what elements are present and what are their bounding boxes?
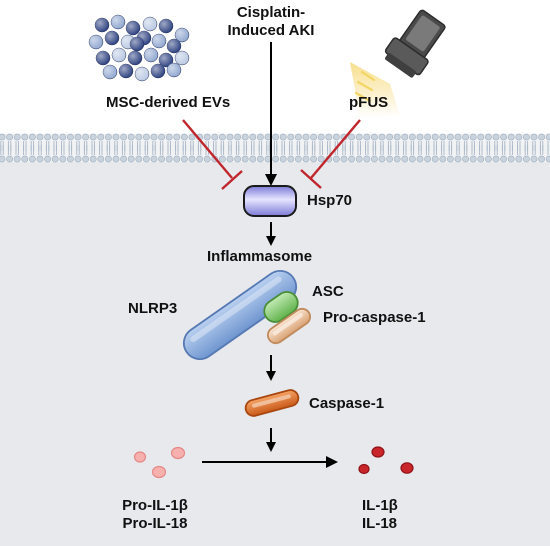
msc-ev-cluster-icon [88, 14, 190, 82]
label-pro-il-1b: Pro-IL-1β [122, 497, 188, 514]
label-msc-derived-evs: MSC-derived EVs [106, 94, 231, 111]
label-pro-il: Pro-IL-1β Pro-IL-18 [100, 497, 210, 533]
label-cisplatin-aki-line2: Induced AKI [227, 22, 315, 39]
label-pro-il-18: Pro-IL-18 [122, 515, 188, 532]
label-mature-il: IL-1β IL-18 [362, 497, 398, 533]
label-caspase-1: Caspase-1 [309, 395, 385, 412]
arrow-caspase-to-cleavage [266, 428, 276, 452]
label-il-18: IL-18 [362, 515, 398, 532]
inhibition-msc-evs [182, 119, 243, 190]
label-pro-caspase-1: Pro-caspase-1 [323, 309, 426, 326]
hsp70-protein [243, 185, 297, 217]
caspase-1-protein [244, 389, 300, 417]
arrow-hsp70-to-inflammasome [266, 222, 276, 246]
mature-il-molecules [358, 446, 414, 475]
pro-il-molecules [133, 446, 186, 479]
label-inflammasome: Inflammasome [207, 248, 313, 265]
label-nlrp3: NLRP3 [128, 300, 178, 317]
label-hsp70: Hsp70 [307, 192, 353, 209]
activation-arrow-aki-to-hsp70 [265, 42, 277, 186]
nlrp3-protein [182, 269, 298, 361]
label-il-1b: IL-1β [362, 497, 398, 514]
label-pfus: pFUS [349, 94, 389, 111]
pro-caspase-1-protein [266, 307, 312, 345]
asc-protein [263, 291, 299, 323]
label-asc: ASC [312, 283, 344, 300]
arrow-cleavage-pro-to-mature [202, 456, 338, 468]
inhibition-pfus [300, 119, 361, 189]
pfus-transducer-icon [350, 9, 446, 118]
cell-membrane [0, 133, 550, 163]
label-cisplatin-aki-line1: Cisplatin- [236, 4, 306, 21]
label-cisplatin-aki: Cisplatin- Induced AKI [211, 4, 331, 40]
arrow-to-caspase-1 [266, 355, 276, 381]
